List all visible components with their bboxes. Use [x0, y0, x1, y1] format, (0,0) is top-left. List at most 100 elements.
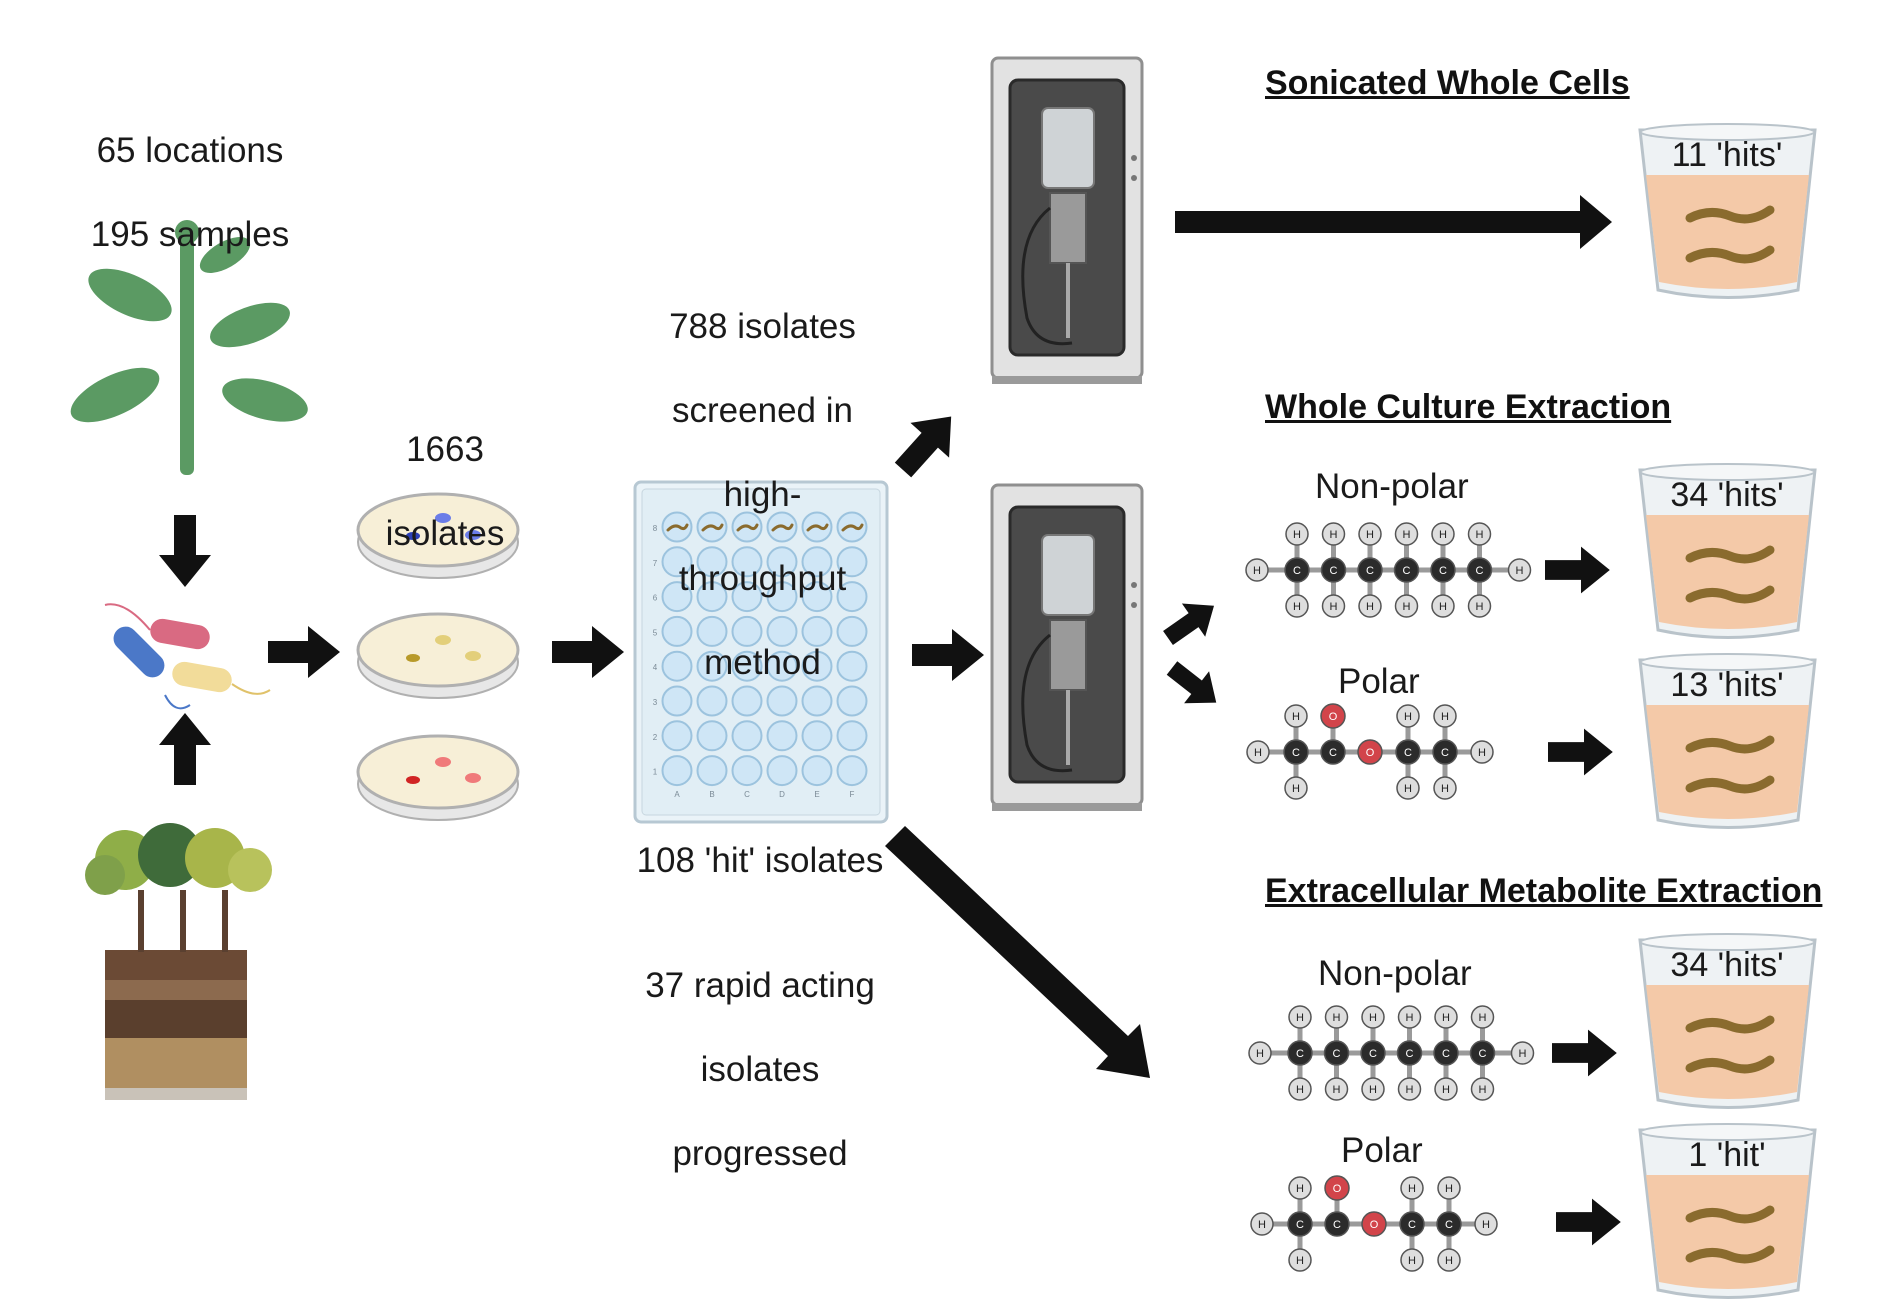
plate-well: [836, 650, 868, 682]
atom-symbol: H: [1403, 529, 1411, 541]
hydrogen-atom: [1437, 1248, 1461, 1272]
sonicated-hits: 11 'hits': [1671, 136, 1783, 174]
plate-well: [661, 720, 693, 752]
atom-symbol: O: [1366, 747, 1375, 759]
screening-label: 788 isolates screened in high- throughpu…: [630, 264, 895, 726]
oxygen-atom: [1357, 739, 1383, 765]
atom-symbol: H: [1330, 601, 1338, 613]
hydrogen-atom: [1245, 558, 1269, 582]
atom-symbol: H: [1439, 601, 1447, 613]
plate-row-label: 4: [653, 663, 658, 672]
nematode-in-well: [841, 523, 864, 532]
plate-well: [766, 720, 798, 752]
atom-symbol: C: [1333, 1048, 1341, 1060]
atom-symbol: H: [1478, 747, 1486, 759]
atom-symbol: H: [1296, 1255, 1304, 1267]
hydrogen-atom: [1474, 1212, 1498, 1236]
plate-well: [731, 615, 763, 647]
atom-symbol: H: [1369, 1012, 1377, 1024]
atom-symbol: H: [1442, 1084, 1450, 1096]
arrow-polar-ec-to-cup: [1556, 1198, 1621, 1246]
arrow-polar-wc-to-cup: [1548, 728, 1613, 776]
wc-polar-label: Polar: [1338, 662, 1420, 701]
plate-well: [801, 546, 833, 578]
plate-row-label: 1: [653, 768, 658, 777]
bacteria-icon: [104, 603, 271, 710]
atom-symbol: C: [1333, 1219, 1341, 1231]
hydrogen-atom: [1400, 1248, 1424, 1272]
plate-well: [836, 685, 868, 717]
plate-col-label: F: [850, 790, 855, 799]
atom-symbol: H: [1296, 1183, 1304, 1195]
atom-symbol: H: [1296, 1084, 1304, 1096]
screening-line-5: method: [704, 643, 821, 682]
plate-col-label: D: [779, 790, 785, 799]
ec-nonpolar-hits: 34 'hits': [1670, 946, 1784, 984]
atom-symbol: C: [1441, 747, 1449, 759]
locations-count: 65 locations: [96, 131, 284, 170]
plate-well: [801, 650, 833, 682]
atom-symbol: O: [1329, 711, 1338, 723]
progressed-line-3: progressed: [672, 1134, 848, 1173]
screening-line-1: 788 isolates: [669, 307, 856, 346]
carbon-atom: [1432, 739, 1458, 765]
hydrogen-atom: [1250, 1212, 1274, 1236]
plate-well: [766, 685, 798, 717]
arrow-plate-to-sonicator-mid: [912, 629, 984, 681]
atom-symbol: C: [1406, 1048, 1414, 1060]
atom-symbol: H: [1258, 1219, 1266, 1231]
atom-symbol: H: [1479, 1084, 1487, 1096]
hydrogen-atom: [1470, 740, 1494, 764]
carbon-atom: [1320, 557, 1347, 583]
atom-symbol: H: [1330, 529, 1338, 541]
plate-well: [801, 581, 833, 613]
hydrogen-atom: [1396, 776, 1420, 800]
hydrogen-atom: [1285, 522, 1309, 546]
carbon-atom: [1323, 1040, 1350, 1066]
hydrogen-atom: [1361, 1005, 1385, 1029]
atom-symbol: H: [1256, 1048, 1264, 1060]
plate-well: [731, 685, 763, 717]
atom-symbol: O: [1370, 1219, 1379, 1231]
plate-well: [801, 720, 833, 752]
carbon-atom: [1396, 1040, 1423, 1066]
atom-symbol: H: [1408, 1255, 1416, 1267]
atom-symbol: C: [1366, 565, 1374, 577]
atom-symbol: H: [1293, 601, 1301, 613]
hydrogen-atom: [1431, 594, 1455, 618]
carbon-atom: [1393, 557, 1420, 583]
atom-symbol: H: [1403, 601, 1411, 613]
plate-well: [731, 650, 763, 682]
petri-dishes-icon: [356, 492, 520, 821]
atom-symbol: O: [1333, 1183, 1342, 1195]
sonicator-top-icon: [990, 56, 1144, 386]
hydrogen-atom: [1431, 522, 1455, 546]
plate-row-label: 3: [653, 698, 658, 707]
atom-symbol: H: [1366, 529, 1374, 541]
atom-symbol: C: [1439, 565, 1447, 577]
ec-polar-label: Polar: [1341, 1131, 1423, 1170]
carbon-atom: [1433, 1040, 1459, 1066]
plate-row-label: 6: [653, 594, 658, 603]
atom-symbol: C: [1479, 1048, 1487, 1060]
plate-col-label: A: [674, 790, 680, 799]
plate-well: [801, 615, 833, 647]
plate-well: [696, 615, 728, 647]
samples-count: 195 samples: [90, 215, 290, 254]
isolates-label: 1663 isolates: [355, 387, 535, 597]
plate-well: [836, 720, 868, 752]
arrow-plate-to-sonicator-top: [883, 399, 971, 488]
wc-polar-hits: 13 'hits': [1670, 666, 1784, 704]
plate-well: [661, 685, 693, 717]
hydrogen-atom: [1285, 594, 1309, 618]
plate-well: [696, 546, 728, 578]
atom-symbol: H: [1404, 783, 1412, 795]
plate-well: [661, 546, 693, 578]
hydrogen-atom: [1358, 594, 1382, 618]
plate-well: [766, 650, 798, 682]
screening-line-3: high-: [723, 475, 802, 514]
arrow-sonicated-to-cup: [1175, 195, 1612, 249]
screening-line-2: screened in: [672, 391, 853, 430]
